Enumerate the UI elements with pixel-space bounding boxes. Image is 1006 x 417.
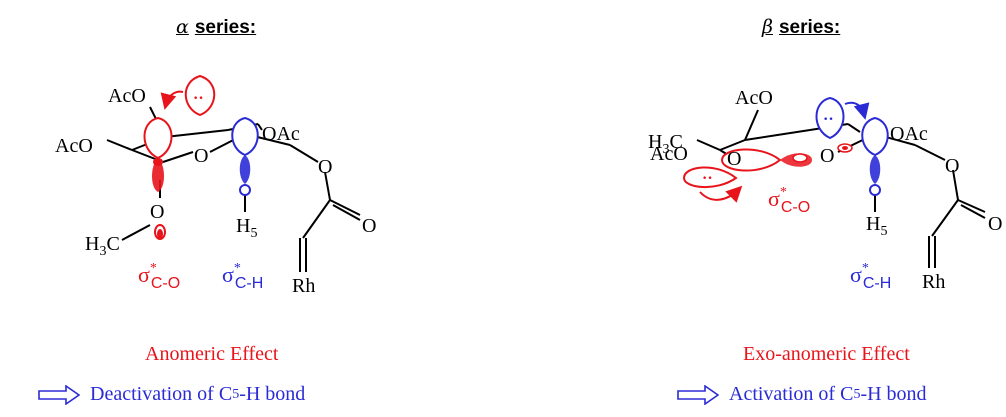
beta-effect-label: Exo-anomeric Effect: [743, 343, 910, 365]
svg-text:O: O: [988, 213, 1002, 235]
beta-sigma-ch-label: σ*C-H: [850, 261, 891, 292]
beta-h5-label: H5: [866, 213, 887, 239]
alpha-methyl-label: H3C: [85, 233, 120, 259]
alpha-sigma-co-orbital: [143, 116, 173, 192]
svg-text:O: O: [727, 148, 741, 170]
alpha-lone-pair-orbital: [184, 74, 216, 117]
alpha-effect-label: Anomeric Effect: [145, 343, 279, 365]
beta-ring-bonds: [696, 109, 986, 268]
svg-text:AcO: AcO: [108, 85, 146, 107]
alpha-h5-label: H5: [236, 215, 257, 241]
beta-lone-pair-red-orbital: [682, 166, 738, 189]
alpha-sigma-ch-orbital: [231, 116, 259, 196]
beta-curved-arrow-blue-icon: [844, 101, 870, 120]
svg-text:Rh: Rh: [292, 275, 315, 297]
svg-text:··: ··: [193, 90, 204, 107]
beta-hollow-right-arrow-icon: [677, 384, 719, 405]
beta-sigma-ch-orbital: [861, 116, 889, 196]
beta-lone-pair-orbital: [815, 96, 845, 140]
svg-text:O: O: [194, 145, 208, 167]
svg-text:Rh: Rh: [922, 271, 945, 293]
svg-text:O: O: [150, 201, 164, 223]
alpha-sigma-ch-label: σ*C-H: [222, 261, 263, 292]
svg-text:OAc: OAc: [890, 123, 928, 145]
svg-text:··: ··: [823, 111, 834, 128]
svg-text:AcO: AcO: [55, 135, 93, 157]
svg-text:O: O: [945, 155, 959, 177]
alpha-curved-arrow-icon: [160, 90, 184, 110]
svg-text:O: O: [820, 145, 834, 167]
beta-curved-arrow-red-icon: [699, 185, 743, 203]
svg-text:O: O: [318, 156, 332, 178]
svg-text:AcO: AcO: [735, 87, 773, 109]
alpha-molecule: AcO AcO OAc O O O O H3C H5 Rh ·· σ*C-O σ…: [55, 74, 376, 297]
svg-text:··: ··: [702, 170, 713, 187]
alpha-hollow-right-arrow-icon: [38, 384, 80, 405]
alpha-methoxy-orbital: [154, 224, 166, 240]
beta-sigma-co-label: σ*C-O: [768, 185, 810, 216]
svg-text:O: O: [362, 215, 376, 237]
beta-molecule: H3C AcO AcO OAc O O O O H5 Rh ·· ·· σ*C-…: [648, 87, 1002, 293]
beta-sigma-co-orbital: [720, 143, 853, 172]
alpha-sigma-co-label: σ*C-O: [138, 261, 180, 292]
svg-text:AcO: AcO: [650, 143, 688, 165]
beta-methyl-label: H3C: [648, 131, 683, 157]
svg-text:OAc: OAc: [262, 123, 300, 145]
